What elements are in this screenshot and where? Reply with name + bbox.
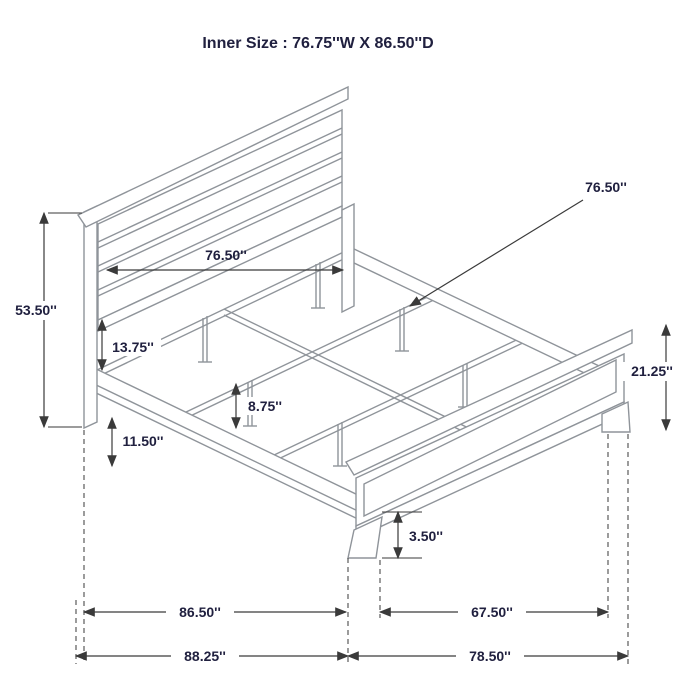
- dim-headboard-gap: 13.75'': [97, 318, 161, 372]
- footboard: [344, 328, 633, 559]
- footboard-left-leg: [347, 515, 383, 559]
- footboard-cap: [344, 328, 633, 476]
- dim-span-left-lower-label: 88.25'': [184, 648, 226, 664]
- dim-span-right-lower-label: 78.50'': [469, 648, 511, 664]
- inner-size-title: Inner Size : 76.75''W X 86.50''D: [202, 35, 433, 52]
- dim-slat-leg-height: 8.75'': [231, 382, 290, 430]
- dim-footboard-height: 21.25'': [622, 323, 682, 432]
- dim-span-right-lower: 78.50'': [346, 646, 630, 665]
- dim-span-left-upper: 86.50'': [82, 602, 348, 621]
- dim-footboard-leg-height: 3.50'': [382, 510, 450, 560]
- headboard-slats: [97, 127, 343, 297]
- dim-slat-rail-width-label: 76.50'': [585, 179, 627, 195]
- dim-rail-clearance-label: 11.50'': [123, 433, 164, 449]
- dim-footboard-leg-height-label: 3.50'': [409, 528, 443, 544]
- dim-headboard-gap-label: 13.75'': [112, 339, 154, 355]
- dim-headboard-height: 53.50'': [6, 211, 82, 429]
- dim-slat-leg-height-label: 8.75'': [248, 398, 282, 414]
- dim-span-right-upper: 67.50'': [378, 602, 610, 621]
- footboard-right-leg: [601, 400, 631, 433]
- headboard-left-post: [83, 204, 98, 430]
- dim-rail-clearance: 11.50'': [107, 416, 171, 468]
- dim-footboard-height-label: 21.25'': [631, 363, 673, 379]
- dim-headboard-height-label: 53.50'': [15, 302, 57, 318]
- bed-frame-drawing: [76, 85, 633, 559]
- far-side-rail: [351, 246, 621, 392]
- dim-span-left-upper-label: 86.50'': [179, 604, 221, 620]
- dim-inner-width-label: 76.50'': [205, 247, 247, 263]
- dim-slat-rail-width: 76.50'': [408, 179, 627, 307]
- dim-span-left-lower: 88.25'': [74, 646, 350, 665]
- footboard-panel-inner-border: [363, 358, 617, 518]
- headboard-right-post: [341, 202, 355, 314]
- dim-span-right-upper-label: 67.50'': [471, 604, 513, 620]
- dim-inner-width: 76.50'': [105, 247, 345, 275]
- headboard-cap: [76, 85, 349, 228]
